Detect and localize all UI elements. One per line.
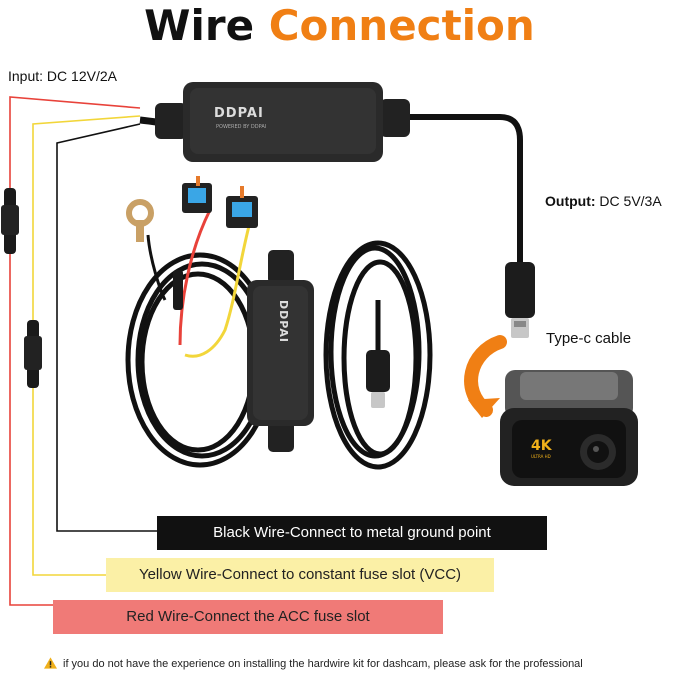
red-wire-label: Red Wire-Connect the ACC fuse slot — [53, 600, 443, 634]
camera-uhd-badge: ULTRA HD — [531, 454, 551, 459]
type-c-connector-top — [505, 262, 535, 318]
red-guide-wire — [9, 96, 141, 606]
input-label: Input: DC 12V/2A — [8, 68, 117, 84]
brand-sub-top: POWERED BY DDPAI — [216, 124, 266, 130]
yellow-guide-wire — [32, 115, 141, 576]
title-part-wire: Wire — [144, 1, 255, 50]
black-guide-wire — [56, 123, 157, 532]
type-c-connector-middle — [366, 350, 390, 392]
brand-logo-top: DDPAI — [214, 106, 264, 121]
brand-logo-middle: DDPAI — [277, 300, 290, 343]
black-wire-label: Black Wire-Connect to metal ground point — [157, 516, 547, 550]
output-label: Output: DC 5V/3A — [545, 193, 662, 209]
title-part-connection: Connection — [268, 1, 535, 50]
yellow-wire-label: Yellow Wire-Connect to constant fuse slo… — [106, 558, 494, 592]
input-label-value: DC 12V/2A — [46, 68, 117, 84]
type-c-label: Type-c cable — [546, 330, 632, 347]
output-label-value: DC 5V/3A — [599, 193, 662, 209]
output-cable — [405, 114, 523, 265]
warning-icon — [44, 657, 57, 669]
camera-4k-badge: 4K — [531, 438, 553, 454]
warning-text: if you do not have the experience on ins… — [63, 658, 583, 670]
output-label-key: Output: — [545, 193, 596, 209]
input-label-key: Input: — [8, 68, 44, 84]
page-title: Wire Connection — [0, 2, 679, 50]
dashcam-image: 4K ULTRA HD — [500, 370, 638, 486]
warning-note: if you do not have the experience on ins… — [44, 657, 583, 670]
